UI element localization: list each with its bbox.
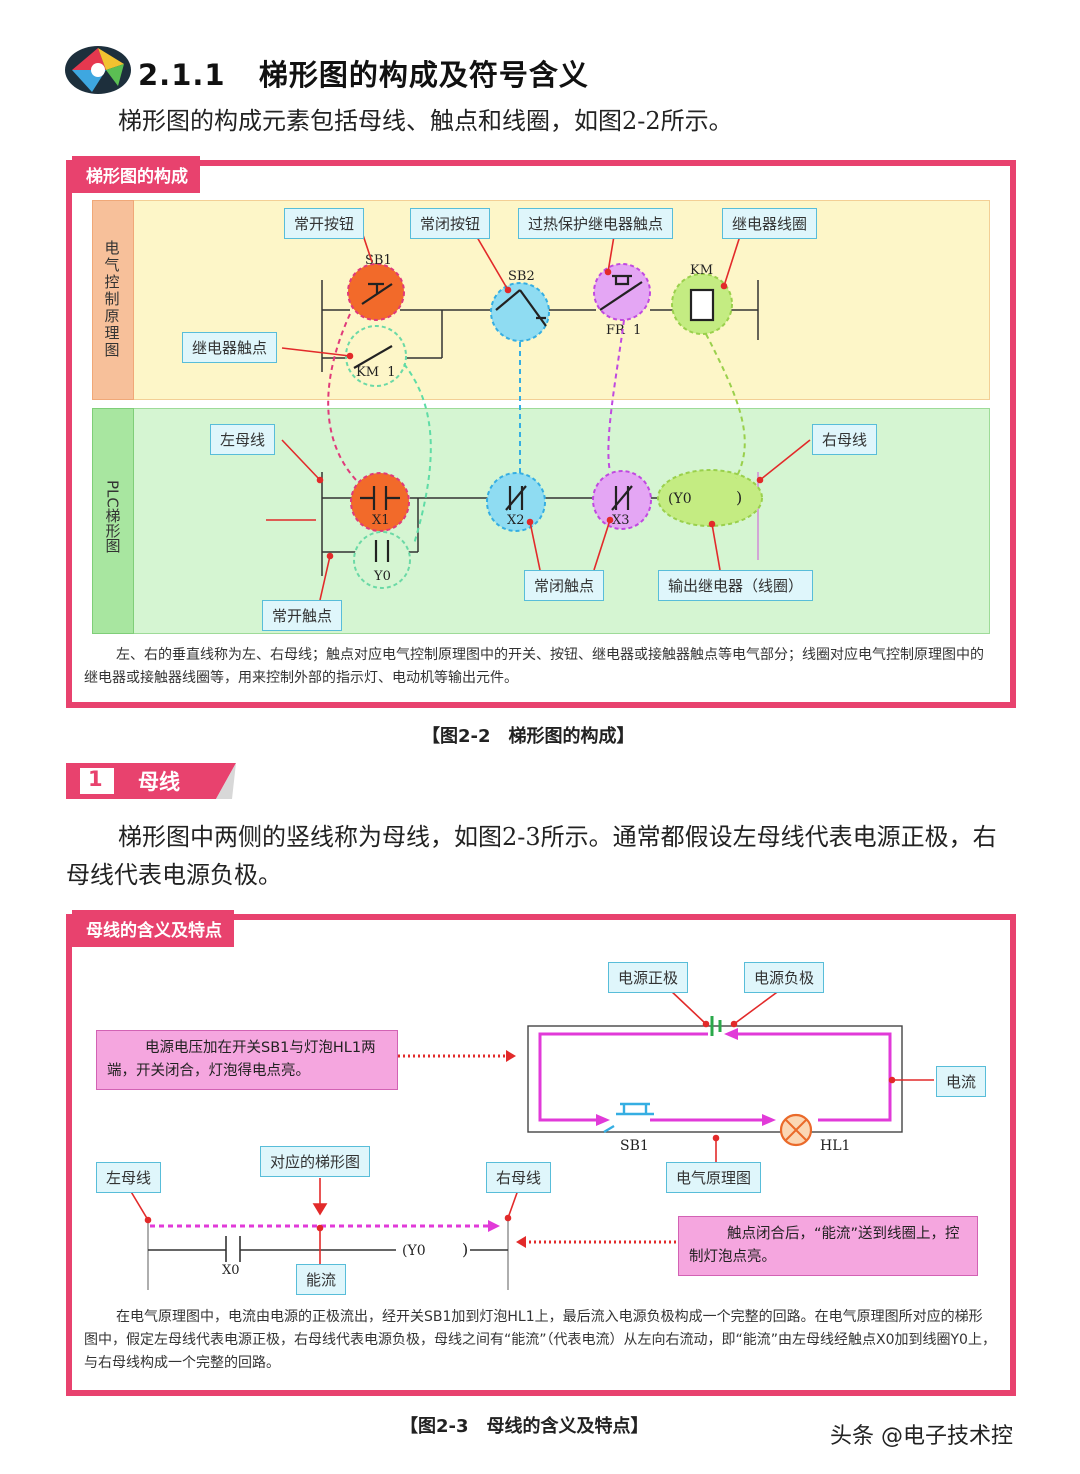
y0-ladder-label: (Y0	[402, 1243, 426, 1259]
callout-schematic: 电气原理图	[666, 1162, 762, 1193]
km1-label: KM 1	[356, 365, 396, 380]
sb2-label: SB2	[508, 269, 535, 284]
hl1-lamp-label: HL1	[820, 1138, 850, 1154]
km-label: KM	[690, 263, 713, 278]
top-band-label: 电气控制原理图	[104, 239, 120, 359]
callout-relay-coil: 继电器线圈	[722, 208, 818, 239]
section-title: 梯形图的构成及符号含义	[258, 58, 589, 92]
watermark: 头条 @电子技术控	[830, 1424, 1013, 1449]
subsection-badge	[66, 763, 236, 801]
callout-overload: 过热保护继电器触点	[518, 208, 674, 239]
callout-output-relay: 输出继电器（线圈）	[658, 570, 814, 601]
section-intro: 梯形图的构成元素包括母线、触点和线圈，如图2-2所示。	[118, 107, 733, 135]
subsection-title: 母线	[138, 770, 180, 794]
figure-2-3-note: 在电气原理图中，电流由电源的正极流出，经开关SB1加到灯泡HL1上，最后流入电源…	[84, 1309, 996, 1371]
callout-nc-contact: 常闭触点	[524, 570, 605, 601]
figure-2-3-tag: 母线的含义及特点	[72, 910, 234, 947]
section-logo-icon	[62, 40, 134, 98]
x0-contact-label: X0	[222, 1263, 240, 1278]
figure-2-3-frame	[66, 914, 1016, 1396]
bottom-band-label-cell	[92, 408, 134, 634]
top-band-label-cell	[92, 200, 134, 400]
y0-contact-label: Y0	[373, 569, 391, 584]
bottom-band-label: PLC梯形图	[103, 480, 122, 553]
callout-right-bus-2: 右母线	[486, 1162, 552, 1193]
callout-left-bus: 左母线	[210, 424, 276, 455]
pinkbox-circuit-note: 电源电压加在开关SB1与灯泡HL1两端，开关闭合，灯泡得电点亮。	[96, 1030, 398, 1090]
subsection-number: 1	[88, 767, 103, 791]
figure-2-2-note: 左、右的垂直线称为左、右母线；触点对应电气控制原理图中的开关、按钮、继电器或接触…	[84, 647, 984, 686]
callout-left-bus-2: 左母线	[96, 1162, 162, 1193]
x2-label: X2	[507, 513, 525, 528]
section-number: 2.1.1	[138, 58, 226, 92]
figure-2-2-tag: 梯形图的构成	[72, 156, 200, 193]
callout-nc-button: 常闭按钮	[410, 208, 491, 239]
figure-2-2-caption: 【图2-2 梯形图的构成】	[422, 726, 635, 747]
pinkbox-ladder-note: 触点闭合后，“能流”送到线圈上，控制灯泡点亮。	[678, 1216, 978, 1276]
figure-2-3-caption: 【图2-3 母线的含义及特点】	[400, 1416, 649, 1437]
figure-2-2-diagram: SB1 SB2 KM FR 1 KM 1 X1 X2 X3 Y0 (Y0 )	[266, 231, 811, 601]
y0-coil-close: )	[736, 488, 742, 507]
callout-current: 电流	[936, 1066, 987, 1097]
y0-ladder-close: )	[462, 1240, 468, 1259]
callout-ladder: 对应的梯形图	[260, 1146, 371, 1177]
fr1-label: FR 1	[606, 323, 641, 338]
y0-coil-label: (Y0	[668, 491, 692, 507]
callout-power-negative: 电源负极	[744, 962, 825, 993]
figure-2-3-diagram: SB1 HL1 (Y0 ) X0	[129, 989, 934, 1290]
callout-right-bus: 右母线	[812, 424, 878, 455]
section-heading: 2.1.1 梯形图的构成及符号含义	[138, 52, 589, 94]
callout-no-button: 常开按钮	[284, 208, 365, 239]
x1-label: X1	[372, 513, 390, 528]
callout-energy-flow: 能流	[296, 1264, 347, 1295]
subsection-text: 梯形图中两侧的竖线称为母线，如图2-3所示。通常都假设左母线代表电源正极，右母线…	[66, 823, 997, 889]
callout-power-positive: 电源正极	[608, 962, 689, 993]
callout-relay-contact: 继电器触点	[182, 332, 278, 363]
sb1-label: SB1	[365, 253, 392, 268]
callout-no-contact: 常开触点	[262, 600, 343, 631]
x3-label: X3	[612, 513, 630, 528]
sb1-switch-label: SB1	[620, 1138, 649, 1154]
